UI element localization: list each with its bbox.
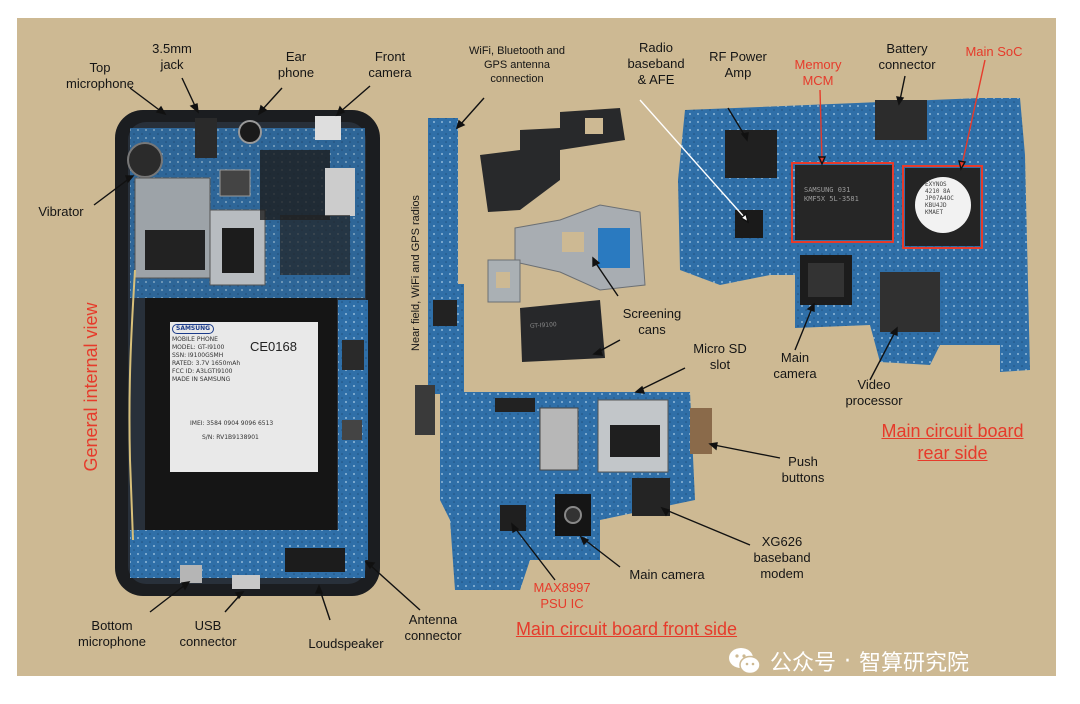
- label-battery-connector: Battery connector: [878, 41, 936, 72]
- watermark: 公众号 · 智算研究院: [728, 644, 969, 678]
- leader-lines: [93, 59, 986, 621]
- label-front-camera: Front camera: [368, 49, 412, 80]
- title-front-side: Main circuit board front side: [515, 619, 738, 639]
- sticker-serial: S/N: RV1B9138901: [202, 434, 259, 441]
- sticker-brand: SAMSUNG: [172, 324, 215, 334]
- main-soc-box: [902, 165, 983, 249]
- label-general-internal-view: General internal view: [81, 302, 101, 472]
- label-max8997: MAX8997 PSU IC: [533, 580, 591, 611]
- sticker-line: FCC ID: A3LGTI9100: [172, 368, 233, 375]
- sticker-line: MADE IN SAMSUNG: [172, 376, 231, 383]
- rear-board: [678, 98, 1030, 372]
- battery-sticker-text: SAMSUNG MOBILE PHONE MODEL: GT-I9100 SSN…: [172, 324, 316, 470]
- phone-internal-view: [115, 110, 380, 596]
- label-main-camera-front: Main camera: [629, 567, 705, 582]
- label-micro-sd: Micro SD slot: [693, 341, 747, 372]
- label-antenna-connection: WiFi, Bluetooth and GPS antenna connecti…: [469, 45, 565, 85]
- memory-mcm-box: [791, 162, 894, 243]
- sticker-line: MOBILE PHONE: [172, 336, 218, 343]
- label-rf-power-amp: RF Power Amp: [709, 49, 767, 80]
- label-push-buttons: Push buttons: [781, 454, 825, 485]
- label-top-microphone: Top microphone: [66, 60, 134, 91]
- label-jack: 3.5mm jack: [152, 41, 192, 72]
- sticker-line: SSN: I9100GSMH: [172, 352, 224, 359]
- label-video-processor: Video processor: [845, 377, 903, 408]
- front-board: [415, 108, 712, 590]
- label-radio-baseband: Radio baseband & AFE: [627, 40, 685, 87]
- label-usb-connector: USB connector: [179, 618, 237, 649]
- watermark-separator: ·: [844, 648, 852, 674]
- ce-mark: CE0168: [250, 339, 297, 354]
- label-ear-phone: Ear phone: [277, 49, 315, 80]
- sticker-line: RATED: 3.7V 1650mAh: [172, 360, 241, 367]
- watermark-name: 智算研究院: [859, 651, 970, 676]
- label-vibrator: Vibrator: [38, 204, 84, 219]
- label-bottom-microphone: Bottom microphone: [78, 618, 146, 649]
- sticker-imei: IMEI: 3584 0904 9096 6513: [190, 420, 274, 427]
- label-screening-cans: Screening cans: [622, 306, 682, 337]
- battery-sticker: [170, 322, 318, 472]
- label-loudspeaker: Loudspeaker: [308, 636, 384, 651]
- memory-chip-text: SAMSUNG 031 KMF5X 5L-3581: [804, 186, 859, 203]
- label-memory-mcm: Memory MCM: [794, 57, 842, 88]
- title-rear-side: Main circuit board rear side: [881, 421, 1024, 463]
- watermark-channel: 公众号: [770, 651, 837, 676]
- label-main-camera-rear: Main camera: [773, 350, 817, 381]
- wechat-icon: [729, 648, 761, 675]
- sticker-line: MODEL: GT-I9100: [172, 344, 225, 351]
- label-main-soc: Main SoC: [965, 44, 1023, 59]
- vibrator-part: [127, 142, 163, 178]
- label-antenna-connector: Antenna connector: [404, 612, 462, 643]
- label-xg626-modem: XG626 baseband modem: [753, 534, 811, 581]
- soc-chip-text: EXYNOS 4210 8A JP07A4OC KBU4JD KMAET: [925, 181, 954, 216]
- label-nfc-radios: Near field, WiFi and GPS radios: [410, 195, 422, 351]
